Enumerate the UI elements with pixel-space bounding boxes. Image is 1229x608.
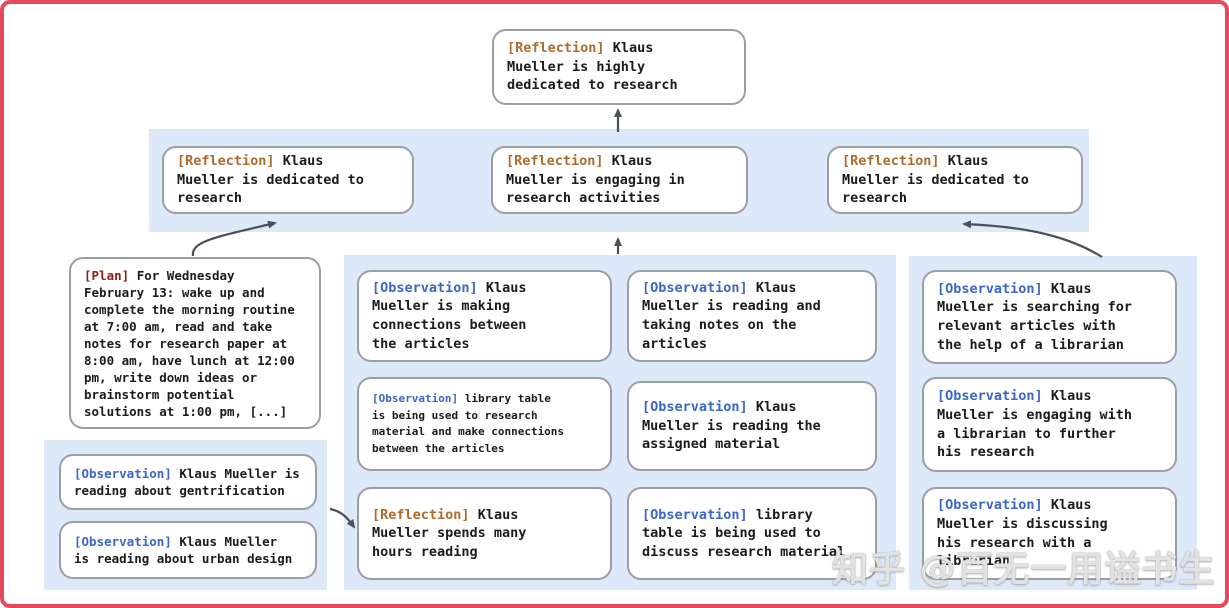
node-reflection-hours-reading: [Reflection] Klaus Mueller spends many h…	[357, 487, 612, 580]
node-observation-assigned-material: [Observation] Klaus Mueller is reading t…	[627, 381, 877, 471]
node-text: Klaus Mueller is dedicated to research	[842, 153, 1029, 207]
reflection-tag: [Reflection]	[177, 153, 275, 170]
node-observation-engaging-librarian: [Observation] Klaus Mueller is engaging …	[922, 377, 1177, 472]
node-reflection-1: [Reflection] Klaus Mueller is dedicated …	[162, 146, 414, 214]
observation-tag: [Observation]	[642, 279, 748, 296]
node-text: Klaus Mueller is highly dedicated to res…	[507, 40, 678, 94]
node-observation-taking-notes: [Observation] Klaus Mueller is reading a…	[627, 270, 877, 362]
node-reflection-3: [Reflection] Klaus Mueller is dedicated …	[827, 146, 1083, 214]
observation-tag: [Observation]	[372, 392, 459, 405]
node-text: Klaus Mueller is reading about urban des…	[74, 533, 293, 567]
node-text: Klaus Mueller is dedicated to research	[177, 153, 364, 207]
observation-tag: [Observation]	[372, 279, 478, 296]
node-text: Klaus Mueller is reading about gentrific…	[74, 465, 300, 499]
node-text: For Wednesday February 13: wake up and c…	[84, 267, 295, 419]
node-text: Klaus Mueller is engaging with a librari…	[937, 388, 1133, 461]
node-root-reflection: [Reflection] Klaus Mueller is highly ded…	[492, 29, 746, 105]
observation-tag: [Observation]	[642, 506, 748, 523]
node-observation-urban-design: [Observation] Klaus Mueller is reading a…	[59, 521, 317, 579]
observation-tag: [Observation]	[937, 497, 1043, 514]
node-text: Klaus Mueller is discussing his research…	[937, 497, 1108, 570]
node-text: Klaus Mueller is reading the assigned ma…	[642, 399, 821, 453]
plan-tag: [Plan]	[84, 267, 130, 283]
node-text: library table is being used to research …	[372, 392, 565, 455]
node-text: library table is being used to discuss r…	[642, 506, 846, 560]
node-observation-gentrification: [Observation] Klaus Mueller is reading a…	[59, 454, 317, 510]
reflection-tag: [Reflection]	[842, 153, 940, 170]
reflection-tag: [Reflection]	[506, 153, 604, 170]
node-text: Klaus Mueller is searching for relevant …	[937, 280, 1133, 353]
reflection-tag: [Reflection]	[372, 506, 470, 523]
observation-tag: [Observation]	[937, 388, 1043, 405]
node-text: Klaus Mueller spends many hours reading	[372, 506, 527, 560]
node-observation-library-discuss: [Observation] library table is being use…	[627, 487, 877, 580]
node-observation-searching-articles: [Observation] Klaus Mueller is searching…	[922, 270, 1177, 364]
observation-tag: [Observation]	[937, 280, 1043, 297]
zhihu-watermark: 知乎 @百无一用谥书生	[832, 549, 1216, 590]
node-reflection-2: [Reflection] Klaus Mueller is engaging i…	[491, 146, 748, 214]
node-observation-discussing-research: [Observation] Klaus Mueller is discussin…	[922, 487, 1177, 580]
observation-tag: [Observation]	[74, 465, 172, 481]
node-text: Klaus Mueller is making connections betw…	[372, 279, 527, 352]
observation-tag: [Observation]	[74, 533, 172, 549]
node-observation-making-connections: [Observation] Klaus Mueller is making co…	[357, 270, 612, 362]
node-text: Klaus Mueller is engaging in research ac…	[506, 153, 685, 207]
reflection-tag: [Reflection]	[507, 40, 605, 57]
node-text: Klaus Mueller is reading and taking note…	[642, 279, 821, 352]
node-observation-library-research: [Observation] library table is being use…	[357, 377, 612, 471]
node-plan: [Plan] For Wednesday February 13: wake u…	[69, 257, 321, 429]
observation-tag: [Observation]	[642, 399, 748, 416]
